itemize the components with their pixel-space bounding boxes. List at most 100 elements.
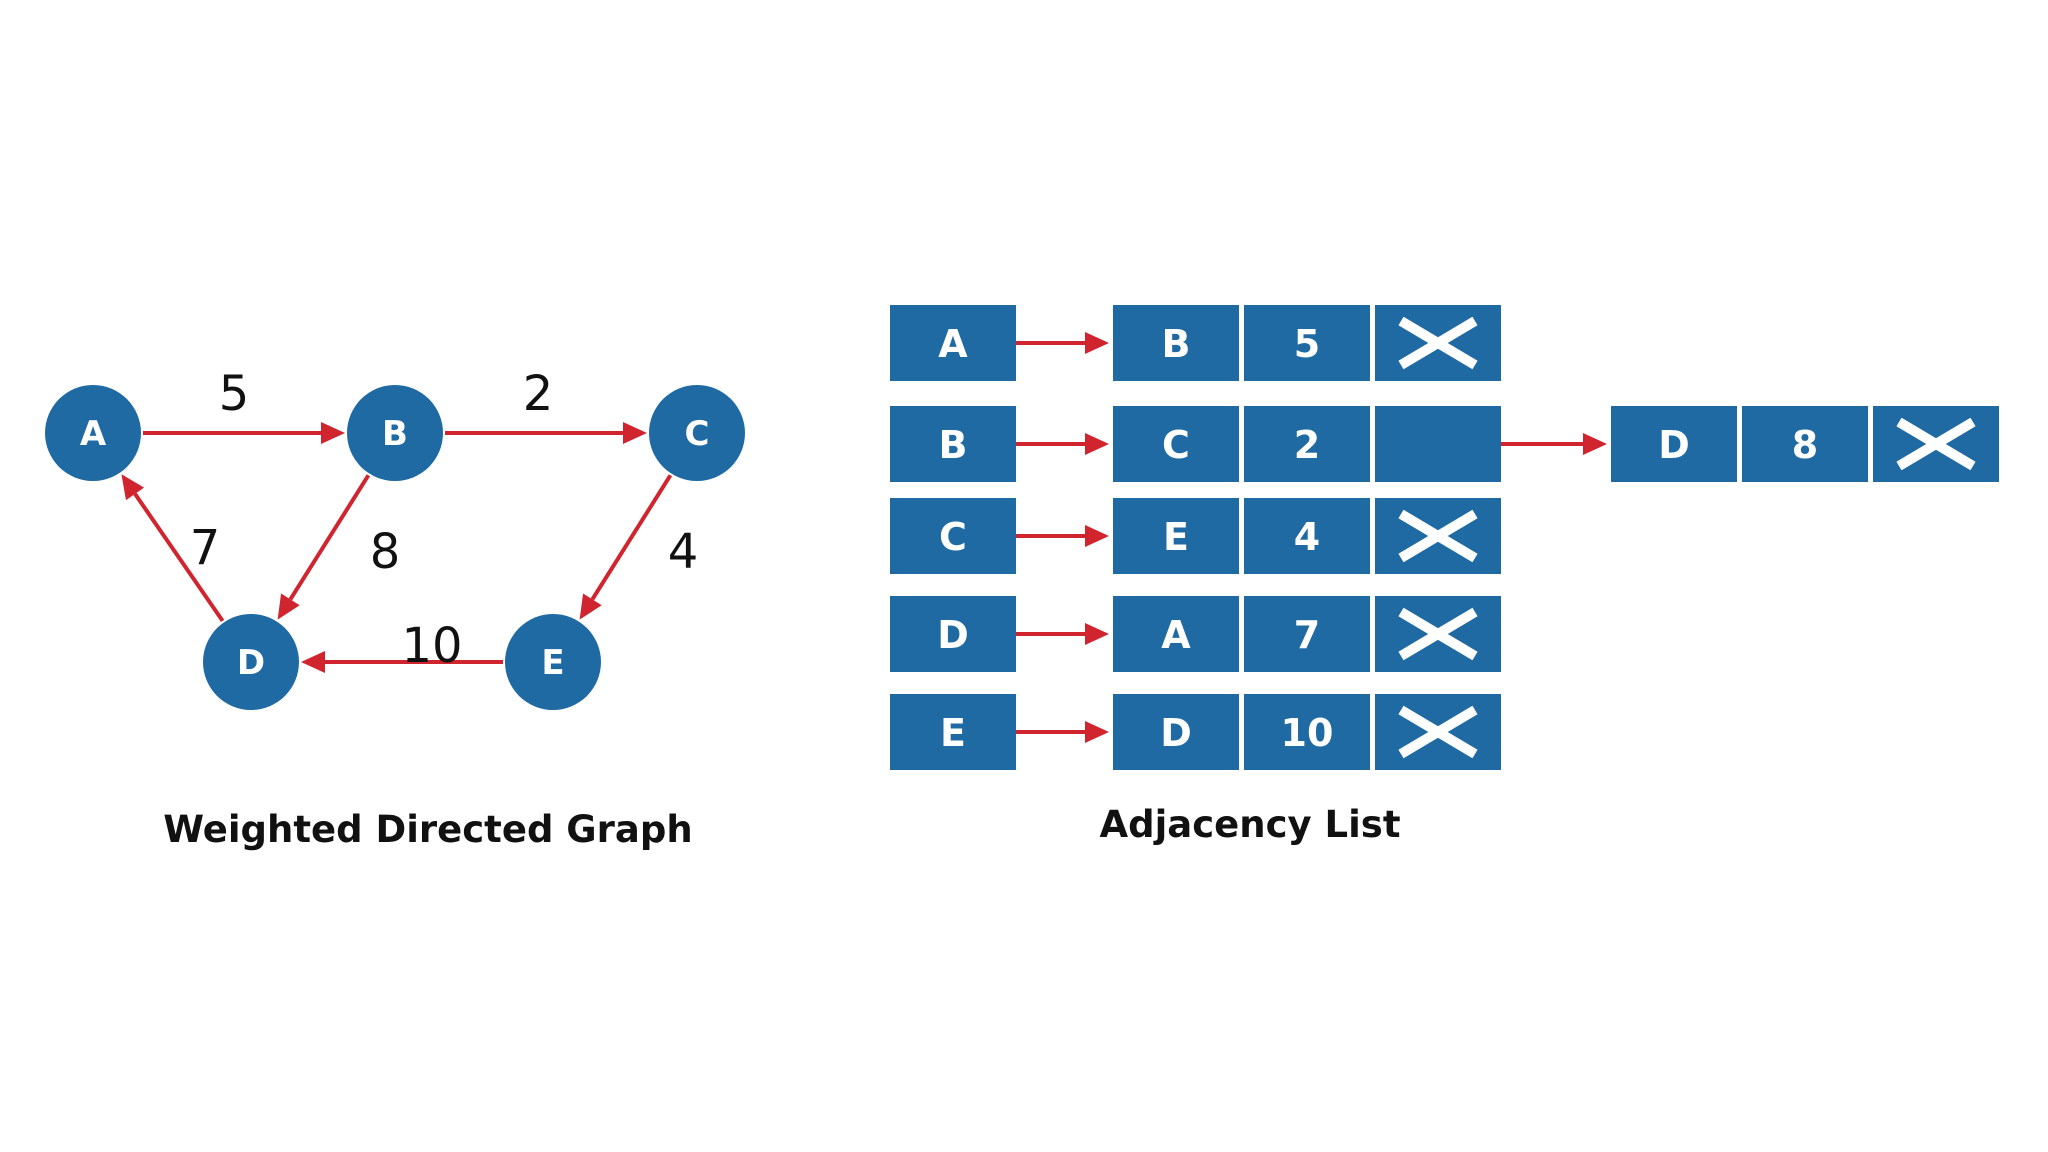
node-label: A — [80, 414, 107, 454]
weight-label: 2 — [1294, 423, 1320, 467]
edge-d-a — [121, 474, 225, 622]
vertex-label: A — [1161, 613, 1191, 657]
node-e: E — [505, 614, 601, 710]
vertex-cell — [1113, 406, 1239, 482]
list-head-cell: A — [890, 305, 1016, 381]
arrowhead — [121, 474, 145, 501]
weight-label: 5 — [1294, 322, 1320, 366]
weight-label: 8 — [1792, 423, 1818, 467]
node-d: D — [203, 614, 299, 710]
head-vertex-label: B — [939, 423, 968, 467]
vertex-cell — [1113, 498, 1239, 574]
edge-b-d — [277, 474, 371, 620]
head-vertex-label: D — [937, 613, 969, 657]
next-pointer-cell — [1375, 406, 1501, 482]
cell-box — [890, 498, 1016, 574]
pointer-arrowhead — [1085, 332, 1109, 354]
node-circle — [203, 614, 299, 710]
weight-cell — [1742, 406, 1868, 482]
cell-box — [890, 596, 1016, 672]
node-circle — [649, 385, 745, 481]
node-b: B — [347, 385, 443, 481]
graph-nodes: A B C D E — [45, 385, 745, 710]
vertex-label: E — [1163, 515, 1189, 559]
graph-edges — [121, 422, 673, 673]
pointer-arrowhead — [1583, 433, 1607, 455]
arrowhead — [623, 422, 647, 444]
graph-caption: Weighted Directed Graph — [163, 808, 692, 851]
weight-cell — [1244, 406, 1370, 482]
weighted-directed-graph: 5 2 8 4 10 7 A B C D E Weighted Directed Graph — [45, 366, 745, 851]
null-pointer-x — [1398, 705, 1478, 759]
list-head-cell: D — [890, 596, 1016, 672]
edge-weight-label: 7 — [190, 520, 221, 576]
edge-weight-label: 5 — [219, 366, 250, 422]
edge-weight-label: 4 — [668, 524, 699, 580]
edge-weight-label: 2 — [523, 366, 554, 422]
edge-e-d — [301, 651, 503, 673]
null-pointer-x — [1398, 509, 1478, 563]
vertex-label: B — [1162, 322, 1191, 366]
null-pointer-x — [1398, 607, 1478, 661]
head-vertex-label: C — [939, 515, 967, 559]
null-pointer-x — [1896, 417, 1976, 471]
weight-label: 7 — [1294, 613, 1320, 657]
weight-cell — [1244, 305, 1370, 381]
pointer-arrowhead — [1085, 433, 1109, 455]
list-node: D 10 — [1113, 694, 1501, 770]
vertex-label: D — [1658, 423, 1690, 467]
node-label: E — [541, 643, 564, 683]
vertex-cell — [1113, 305, 1239, 381]
null-pointer-x — [1398, 316, 1478, 370]
head-vertex-label: E — [940, 711, 966, 755]
list-row-e: E D 10 — [890, 694, 1501, 770]
edge-line — [590, 474, 673, 601]
node-label: D — [237, 643, 265, 683]
weight-cell — [1244, 694, 1370, 770]
edge-weight-label: 8 — [370, 524, 401, 580]
vertex-cell — [1113, 694, 1239, 770]
weight-cell — [1244, 498, 1370, 574]
cell-box — [890, 694, 1016, 770]
graph-edge-weights: 5 2 8 4 10 7 — [190, 366, 699, 674]
arrowhead — [321, 422, 345, 444]
node-a: A — [45, 385, 141, 481]
head-vertex-label: A — [938, 322, 968, 366]
cell-box — [890, 406, 1016, 482]
node-circle — [45, 385, 141, 481]
edge-line — [288, 474, 371, 601]
vertex-cell — [1113, 596, 1239, 672]
vertex-cell — [1611, 406, 1737, 482]
vertex-label: C — [1162, 423, 1190, 467]
adjacency-list-caption: Adjacency List — [1099, 803, 1400, 846]
edge-weight-label: 10 — [401, 618, 462, 674]
arrowhead — [301, 651, 325, 673]
vertex-label: D — [1160, 711, 1192, 755]
list-head-cell: C — [890, 498, 1016, 574]
arrowhead — [277, 593, 300, 620]
arrowhead — [579, 593, 602, 620]
node-circle — [505, 614, 601, 710]
pointer-arrowhead — [1085, 721, 1109, 743]
node-c: C — [649, 385, 745, 481]
weight-cell — [1244, 596, 1370, 672]
weight-label: 10 — [1281, 711, 1334, 755]
edge-c-e — [579, 474, 673, 620]
list-head-cell: E — [890, 694, 1016, 770]
edge-line — [133, 492, 225, 622]
node-circle — [347, 385, 443, 481]
pointer-arrowhead — [1085, 525, 1109, 547]
list-head-cell: B — [890, 406, 1016, 482]
